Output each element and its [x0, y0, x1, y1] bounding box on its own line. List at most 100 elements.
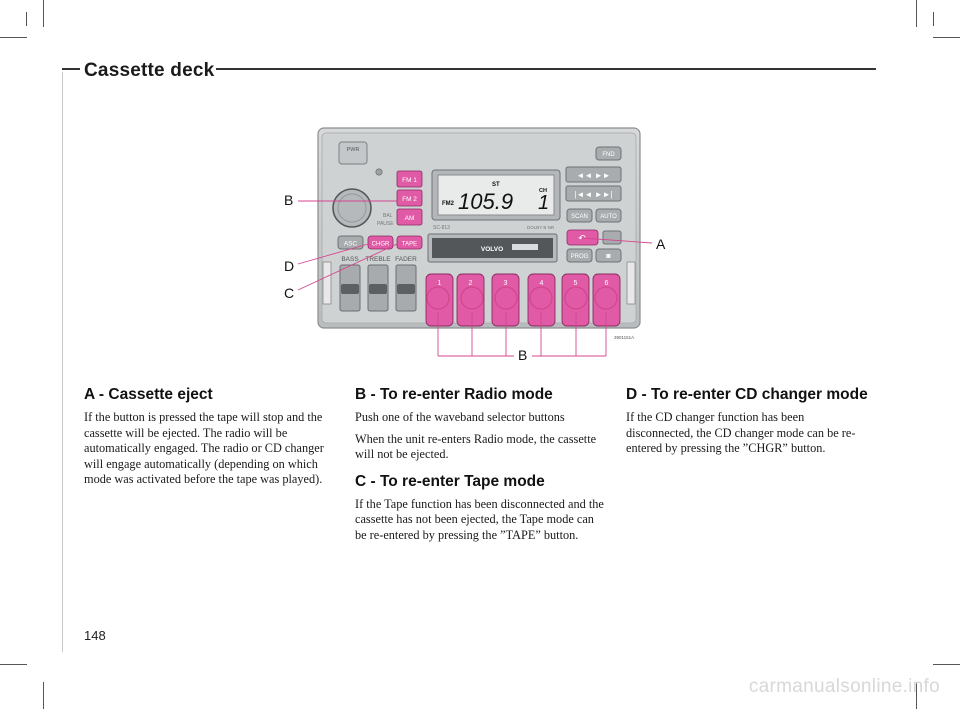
- aux-button[interactable]: [602, 230, 622, 245]
- callout-label-a: A: [656, 236, 666, 252]
- bass-label: BASS: [341, 256, 359, 263]
- tape-side-button[interactable]: [595, 248, 622, 263]
- lcd-display: [437, 174, 555, 216]
- callout-label-d: D: [284, 258, 295, 274]
- display-frequency: 105.9: [458, 189, 513, 214]
- fm1-button[interactable]: [396, 170, 423, 188]
- auto-label: AUTO: [600, 214, 617, 220]
- crop-mark: [26, 12, 27, 26]
- fader-label: FADER: [395, 256, 417, 263]
- callout-label-b-bottom: B: [518, 347, 528, 363]
- am-label: AM: [405, 215, 415, 222]
- indicator-led: [375, 168, 383, 176]
- preset-label-3: 3: [504, 280, 508, 287]
- preset-label-1: 1: [438, 280, 442, 287]
- wind-buttons[interactable]: [565, 185, 622, 202]
- fm1-label: FM 1: [402, 177, 417, 184]
- watermark: carmanualsonline.info: [748, 676, 940, 697]
- fader-slider-knob[interactable]: [397, 284, 415, 294]
- callout-label-b-top: B: [284, 192, 294, 208]
- auto-button[interactable]: [595, 208, 622, 223]
- tape-label: TAPE: [402, 242, 417, 248]
- figure-code: 3901151A: [614, 335, 634, 340]
- preset-label-6: 6: [605, 280, 609, 287]
- volume-knob[interactable]: [332, 188, 372, 228]
- treble-label: TREBLE: [365, 256, 391, 263]
- wind-icon: |◄◄ ►►|: [574, 190, 612, 199]
- cassette-door: [432, 238, 553, 258]
- prog-label: PROG: [571, 254, 589, 260]
- crop-mark: [0, 37, 27, 38]
- dolby-label: DOLBY B NR: [527, 225, 555, 230]
- display-band: FM2: [442, 201, 455, 207]
- balance-label: BAL: [383, 213, 393, 219]
- volume-knob-inner: [337, 193, 367, 223]
- scan-button[interactable]: [566, 208, 593, 223]
- tape-button[interactable]: [396, 235, 423, 250]
- power-label: PWR: [347, 147, 360, 153]
- scan-label: SCAN: [571, 214, 588, 220]
- power-button[interactable]: [338, 141, 368, 165]
- pause-label: PAUSE: [377, 221, 394, 227]
- prog-button[interactable]: [566, 248, 593, 263]
- brand-label: VOLVO: [481, 246, 503, 253]
- crop-mark: [916, 0, 917, 27]
- crop-mark: [916, 682, 917, 709]
- display-st: ST: [492, 182, 500, 188]
- crop-mark: [0, 664, 27, 665]
- fm2-label: FM 2: [402, 196, 417, 203]
- eject-button[interactable]: [566, 229, 599, 246]
- page-title: Cassette deck: [84, 60, 215, 81]
- header-rule-right: [216, 68, 876, 70]
- am-button[interactable]: [396, 208, 423, 226]
- section-b-p1: Push one of the waveband selector button…: [355, 410, 565, 424]
- seek-buttons[interactable]: [565, 166, 622, 183]
- section-a-title: A - Cassette eject: [84, 386, 213, 403]
- page-number: 148: [84, 628, 106, 643]
- section-d-title: D - To re-enter CD changer mode: [626, 386, 868, 403]
- preset-button-5[interactable]: [561, 273, 590, 327]
- fm2-button[interactable]: [396, 189, 423, 207]
- treble-slider-knob[interactable]: [369, 284, 387, 294]
- preset-button-2[interactable]: [456, 273, 485, 327]
- preset-buttons: 1 2 3 4 5 6: [425, 273, 621, 327]
- fnd-label: FND: [602, 152, 615, 158]
- model-label: SC-813: [433, 225, 450, 231]
- asc-label: ASC: [344, 241, 358, 248]
- preset-button-1[interactable]: [425, 273, 454, 327]
- section-a-body: If the button is pressed the tape will s…: [84, 410, 324, 486]
- bass-slider-knob[interactable]: [341, 284, 359, 294]
- section-b-c: B - To re-enter Radio mode Push one of t…: [355, 386, 605, 549]
- tape-side-icon: ◙: [606, 253, 610, 260]
- section-c-title: C - To re-enter Tape mode: [355, 472, 545, 490]
- crop-mark: [43, 0, 44, 27]
- chgr-label: CHGR: [372, 242, 390, 248]
- callout-label-c: C: [284, 285, 295, 301]
- section-b-p2: When the unit re-enters Radio mode, the …: [355, 431, 597, 462]
- crop-mark: [933, 12, 934, 26]
- seek-icon: ◄◄ ►►: [577, 171, 611, 180]
- callout-lines: [297, 200, 653, 357]
- side-slot-right: [626, 261, 636, 305]
- crop-mark: [933, 37, 960, 38]
- section-c-body: If the Tape function has been disconnect…: [355, 496, 604, 542]
- display-preset: 1: [538, 192, 549, 214]
- chgr-button[interactable]: [367, 235, 394, 250]
- cassette-window: [512, 244, 538, 250]
- header-rule-left: [62, 68, 80, 70]
- crop-mark: [43, 682, 44, 709]
- section-a: A - Cassette eject If the button is pres…: [84, 386, 326, 494]
- crop-mark: [933, 664, 960, 665]
- preset-label-2: 2: [469, 280, 473, 287]
- preset-button-6[interactable]: [592, 273, 621, 327]
- fnd-button[interactable]: [595, 146, 622, 161]
- side-slot-left: [322, 261, 332, 305]
- preset-label-4: 4: [540, 280, 544, 287]
- preset-button-4[interactable]: [527, 273, 556, 327]
- preset-label-5: 5: [574, 280, 578, 287]
- section-d: D - To re-enter CD changer mode If the C…: [626, 386, 868, 463]
- section-b-title: B - To re-enter Radio mode: [355, 386, 553, 403]
- preset-button-3[interactable]: [491, 273, 520, 327]
- section-d-body: If the CD changer function has been disc…: [626, 410, 856, 455]
